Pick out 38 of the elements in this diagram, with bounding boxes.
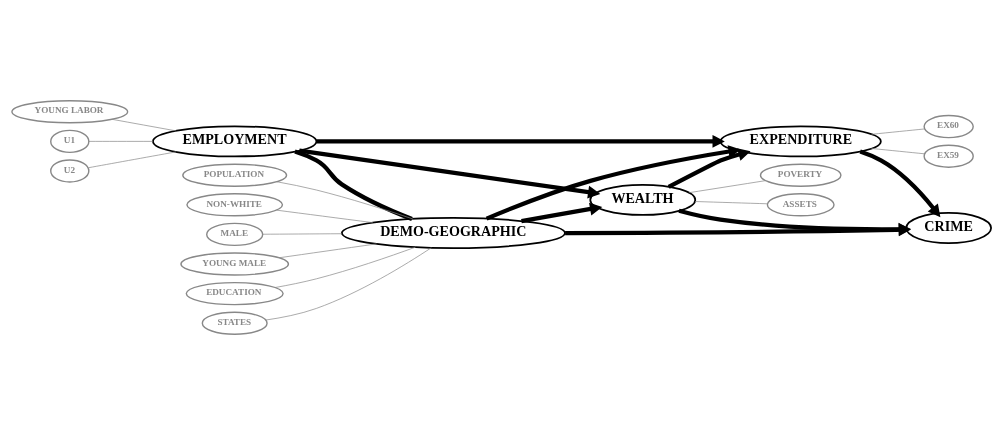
node-ellipse: EDUCATION <box>185 281 284 305</box>
node-ellipse: DEMO-GEOGRAPHIC <box>340 216 566 249</box>
node-ellipse: STATES <box>201 311 268 335</box>
node-ellipse: EX59 <box>922 143 974 168</box>
connector <box>293 149 413 221</box>
node-ellipse: U2 <box>49 158 89 183</box>
arrow <box>298 148 600 198</box>
connector <box>264 246 432 320</box>
node-ellipse: YOUNG LABOR <box>10 99 128 123</box>
connector <box>275 180 413 219</box>
arrow <box>485 144 741 221</box>
node-ellipse: POPULATION <box>181 163 287 187</box>
arrow <box>520 202 602 223</box>
connector <box>870 128 925 135</box>
node-ellipse: NON-WHITE <box>185 192 283 216</box>
connector <box>275 209 373 223</box>
node-ellipse: U1 <box>49 129 89 153</box>
connector <box>88 140 153 142</box>
node-ellipse: ASSETS <box>766 192 835 216</box>
arrow <box>667 147 751 189</box>
node-ellipse: CRIME <box>904 211 992 244</box>
connector <box>278 243 377 258</box>
connector <box>870 147 925 154</box>
connector <box>688 179 766 193</box>
connector <box>261 232 342 235</box>
node-ellipse: EMPLOYMENT <box>151 124 317 157</box>
connector <box>87 151 176 168</box>
node-ellipse: EX60 <box>922 114 974 138</box>
arrow <box>316 134 725 148</box>
connector <box>274 246 416 288</box>
arrow <box>677 208 911 236</box>
arrow <box>564 222 911 236</box>
node-ellipse: MALE <box>205 222 263 246</box>
node-ellipse: POVERTY <box>759 163 842 187</box>
node-ellipse: YOUNG MALE <box>179 251 289 276</box>
arrow <box>859 148 940 217</box>
connector <box>111 118 177 131</box>
connector <box>694 200 768 204</box>
